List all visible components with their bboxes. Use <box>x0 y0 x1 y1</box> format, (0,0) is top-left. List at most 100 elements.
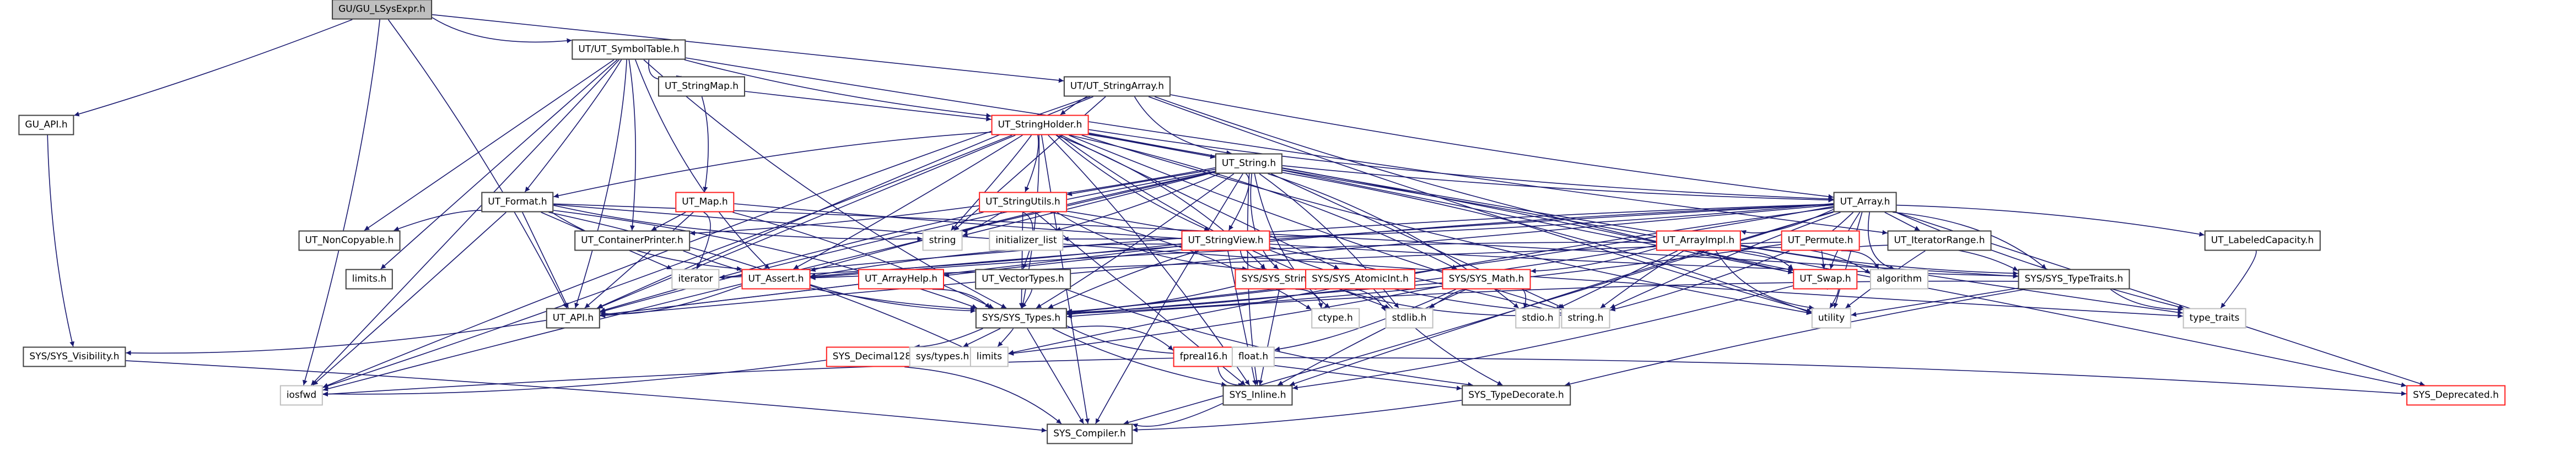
node-sys-types-h[interactable]: sys/types.h <box>909 346 976 367</box>
node-iterator[interactable]: iterator <box>671 269 720 290</box>
edge-sys-types-to-sys-compiler <box>1027 328 1084 424</box>
edge-ut-array-to-algorithm <box>1867 212 1895 270</box>
edge-sys-atomicint-to-sys-typedecorate <box>1373 289 1503 386</box>
node-ut-arrayhelp[interactable]: UT_ArrayHelp.h <box>858 269 945 290</box>
edge-sys-typedecorate-to-sys-compiler <box>1132 400 1462 433</box>
node-fpreal16[interactable]: fpreal16.h <box>1173 346 1235 367</box>
edge-fpreal16-to-iosfwd <box>322 357 1173 397</box>
edge-ut-format-to-ut-api <box>522 212 569 308</box>
node-ut-noncopyable[interactable]: UT_NonCopyable.h <box>298 230 401 251</box>
edge-sys-visibility-to-sys-compiler <box>126 360 1047 433</box>
node-sys-atomicint[interactable]: SYS/SYS_AtomicInt.h <box>1305 269 1415 290</box>
edge-ut-arrayimpl-to-sys-math <box>1530 248 1657 274</box>
edge-ut-symboltable-to-ut-containerprinter <box>628 59 636 231</box>
node-ut-stringview[interactable]: UT_StringView.h <box>1181 230 1270 251</box>
edge-gu-lsysexpr-to-ut-api <box>387 19 568 308</box>
edge-ut-symboltable-to-ut-noncopyable <box>364 59 615 231</box>
node-sys-compiler[interactable]: SYS_Compiler.h <box>1047 423 1133 444</box>
node-ut-stringarray[interactable]: UT/UT_StringArray.h <box>1063 76 1171 97</box>
edge-ut-stringarray-to-ut-stringholder <box>1060 93 1097 116</box>
node-ut-labeledcapacity[interactable]: UT_LabeledCapacity.h <box>2204 230 2321 251</box>
edge-ut-stringholder-to-ut-stringutils <box>1025 135 1039 192</box>
edge-ut-stringview-to-sys-string <box>1240 251 1267 272</box>
edge-ut-array-to-initializer-list <box>1063 203 1834 242</box>
edge-ut-containerprinter-to-sys-types <box>683 250 976 312</box>
edge-sys-typetraits-to-utility <box>1851 287 2018 317</box>
edge-sys-types-to-sys-decimal128 <box>914 328 983 350</box>
edge-ut-stringholder-to-ut-array <box>1088 129 1834 202</box>
edge-ut-format-to-type-traits <box>553 204 2183 319</box>
edge-ut-symboltable-to-ut-api <box>574 59 627 308</box>
node-ut-map[interactable]: UT_Map.h <box>675 192 735 213</box>
edge-ut-string-to-ut-stringutils <box>1066 168 1216 197</box>
node-sys-math[interactable]: SYS/SYS_Math.h <box>1442 269 1531 290</box>
node-gu-lsysexpr[interactable]: GU/GU_LSysExpr.h <box>332 0 432 20</box>
edge-ut-array-to-ut-iteratorrange <box>1884 211 1920 231</box>
edge-ut-stringmap-to-ut-stringholder <box>745 91 991 122</box>
node-initializer-list[interactable]: initializer_list <box>989 230 1064 251</box>
node-ut-assert[interactable]: UT_Assert.h <box>741 269 811 290</box>
node-ut-permute[interactable]: UT_Permute.h <box>1781 230 1860 251</box>
node-string-h[interactable]: string.h <box>1561 308 1610 329</box>
node-ut-format[interactable]: UT_Format.h <box>481 192 554 213</box>
node-gu-api[interactable]: GU_API.h <box>18 115 74 135</box>
node-string[interactable]: string <box>922 230 963 251</box>
edge-sys-types-to-fpreal16 <box>1066 325 1174 351</box>
edge-ut-arrayimpl-to-utility <box>1715 251 1814 310</box>
edge-ut-string-to-string <box>962 171 1216 237</box>
node-ut-api[interactable]: UT_API.h <box>546 308 601 329</box>
node-type-traits[interactable]: type_traits <box>2182 308 2246 329</box>
edge-ut-stringutils-to-string-h <box>1066 210 1561 314</box>
node-limits-h[interactable]: limits.h <box>345 269 394 290</box>
node-sys-inline[interactable]: SYS_Inline.h <box>1222 385 1293 406</box>
edge-ut-stringholder-to-ut-format <box>553 132 991 198</box>
node-ctype-h[interactable]: ctype.h <box>1311 308 1360 329</box>
edge-gu-api-to-sys-visibility <box>47 135 75 347</box>
node-limits[interactable]: limits <box>969 346 1009 367</box>
node-ut-arrayimpl[interactable]: UT_ArrayImpl.h <box>1656 230 1742 251</box>
edge-ut-arrayimpl-to-stdio-h <box>1558 250 1678 309</box>
edge-ut-array-to-utility <box>1833 212 1863 308</box>
edge-sys-inline-to-sys-compiler <box>1132 403 1223 428</box>
node-ut-stringholder[interactable]: UT_StringHolder.h <box>991 115 1089 135</box>
node-ut-stringmap[interactable]: UT_StringMap.h <box>658 76 746 97</box>
edge-ut-arrayhelp-to-sys-types <box>932 289 990 309</box>
edge-ut-stringholder-to-ut-api <box>597 134 1016 309</box>
node-ut-array[interactable]: UT_Array.h <box>1833 192 1897 213</box>
node-sys-typetraits[interactable]: SYS/SYS_TypeTraits.h <box>2018 269 2130 290</box>
node-algorithm[interactable]: algorithm <box>1869 269 1929 290</box>
node-ut-vectortypes[interactable]: UT_VectorTypes.h <box>975 269 1071 290</box>
node-utility[interactable]: utility <box>1811 308 1852 329</box>
node-sys-types[interactable]: SYS/SYS_Types.h <box>975 308 1068 329</box>
node-ut-stringutils[interactable]: UT_StringUtils.h <box>979 192 1067 213</box>
edge-ut-stringview-to-sys-types <box>1048 250 1199 309</box>
edge-sys-types-to-sys-types-h <box>963 328 1001 347</box>
node-sys-typedecorate[interactable]: SYS_TypeDecorate.h <box>1462 385 1571 406</box>
node-ut-symboltable[interactable]: UT/UT_SymbolTable.h <box>572 39 686 60</box>
node-ut-iteratorrange[interactable]: UT_IteratorRange.h <box>1887 230 1992 251</box>
edge-ut-arrayhelp-to-ut-api <box>600 284 859 317</box>
node-sys-visibility[interactable]: SYS/SYS_Visibility.h <box>23 346 126 367</box>
edge-sys-types-to-sys-inline <box>1052 328 1227 387</box>
edge-ut-string-to-utility <box>1282 172 1812 314</box>
node-stdio-h[interactable]: stdio.h <box>1515 308 1560 329</box>
node-iosfwd[interactable]: iosfwd <box>279 385 324 406</box>
edge-ut-permute-to-ut-assert <box>810 241 1781 280</box>
edge-sys-typetraits-to-sys-typedecorate <box>1565 289 2025 387</box>
edge-ut-symboltable-to-ut-stringholder <box>684 59 991 118</box>
edge-ut-string-to-ut-containerprinter <box>689 167 1216 236</box>
edge-ut-map-to-iterator <box>696 211 711 269</box>
edge-ut-symboltable-to-sys-types <box>643 59 1007 309</box>
edge-ut-stringutils-to-ctype-h <box>1050 211 1312 310</box>
node-ut-containerprinter[interactable]: UT_ContainerPrinter.h <box>574 230 690 251</box>
edge-ut-array-to-sys-inline <box>1289 211 1834 386</box>
edge-ut-stringholder-to-utility <box>1081 134 1812 316</box>
edge-sys-typetraits-to-type-traits <box>2110 289 2183 312</box>
node-stdlib-h[interactable]: stdlib.h <box>1385 308 1433 329</box>
node-float-h[interactable]: float.h <box>1231 346 1275 367</box>
edge-gu-lsysexpr-to-ut-stringarray <box>432 14 1064 83</box>
node-ut-swap[interactable]: UT_Swap.h <box>1793 269 1858 290</box>
node-ut-string[interactable]: UT_String.h <box>1215 153 1283 174</box>
edge-ut-stringarray-to-iosfwd <box>322 96 1091 388</box>
node-sys-deprecated[interactable]: SYS_Deprecated.h <box>2406 385 2505 406</box>
